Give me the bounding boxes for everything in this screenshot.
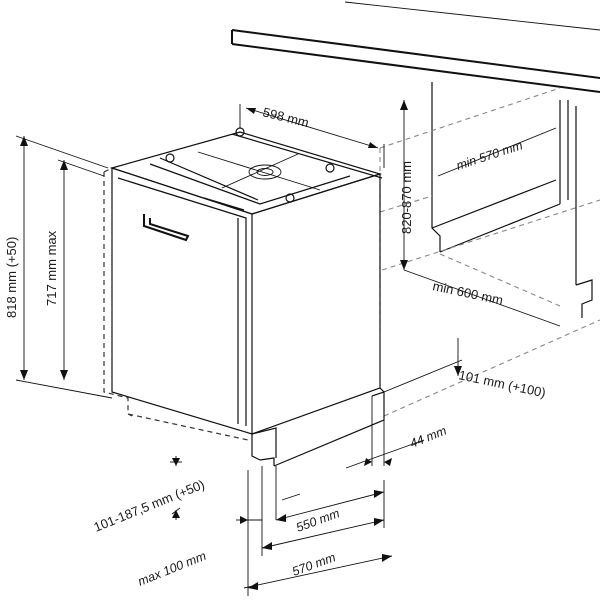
niche-width-min-label: min 600 mm [431, 278, 504, 308]
door-height-max-label: 717 mm max [44, 230, 59, 306]
plinth-setback-label: 44 mm [408, 423, 449, 450]
total-height-label: 818 mm (+50) [4, 237, 19, 318]
niche-depth-min-label: min 570 mm [455, 138, 525, 173]
adjacent-cabinet [431, 82, 593, 318]
plinth-height-label: 101 mm (+100) [457, 367, 547, 400]
plinth-range-label: 101-187,5 mm (+50) [92, 477, 207, 535]
dimension-lines [15, 100, 561, 596]
arrowheads [20, 100, 462, 590]
depth-570-label: 570 mm [290, 550, 337, 579]
worktop [231, 1, 600, 93]
door-offset-max-label: max 100 mm [136, 549, 208, 589]
depth-550-label: 550 mm [294, 506, 341, 535]
niche-outline [379, 87, 600, 417]
width-top-label: 598 mm [261, 104, 310, 130]
niche-height-label: 820-870 mm [399, 161, 414, 234]
door-outline [103, 167, 249, 441]
dishwasher-body [109, 127, 385, 467]
